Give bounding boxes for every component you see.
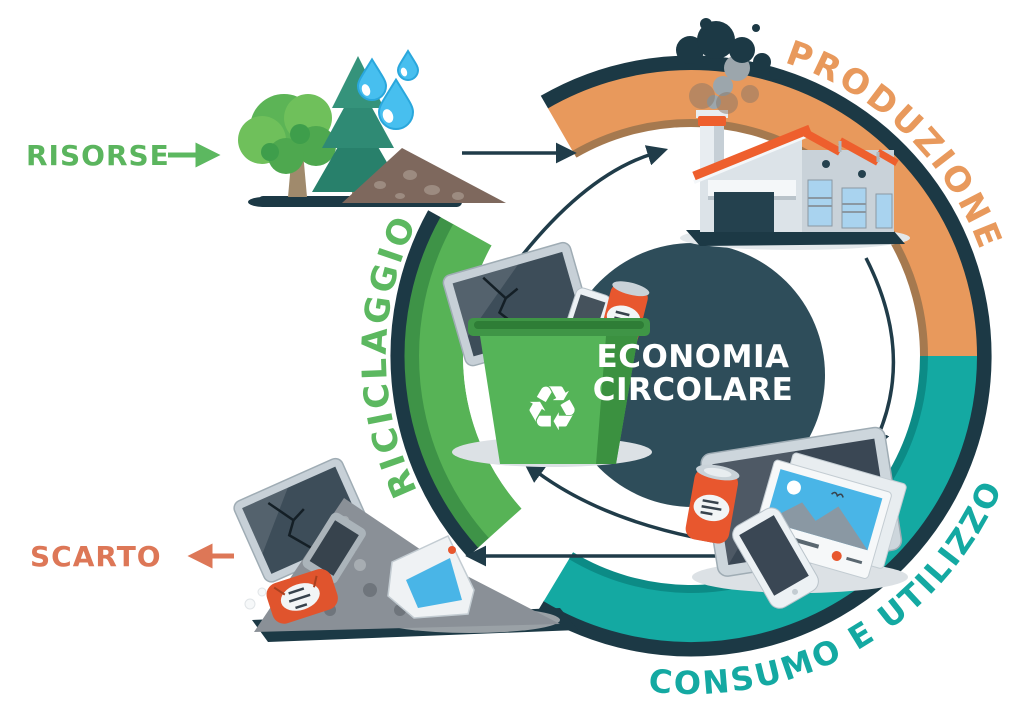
recycle-icon: ♻ (524, 372, 580, 445)
factory-illustration (676, 18, 910, 250)
scarto-label: SCARTO (30, 540, 162, 573)
center-title: ECONOMIA CIRCOLARE (553, 339, 833, 409)
center-title-line1: ECONOMIA (596, 339, 790, 375)
factory-shadow (686, 230, 905, 246)
soil-mound (342, 148, 506, 203)
soda-can-icon (685, 464, 740, 544)
risorse-label: RISORSE (26, 139, 170, 172)
water-drops-icon (356, 49, 420, 130)
recycle-bin-illustration: ♻ (442, 241, 652, 467)
crushed-can-icon (266, 568, 338, 624)
trees-and-soil-illustration (238, 49, 506, 203)
electronics-illustration (685, 426, 908, 609)
factory-roof (692, 124, 812, 181)
factory-windows (807, 179, 893, 229)
tree-deciduous-icon (238, 94, 336, 174)
center-title-line2: CIRCOLARE (592, 372, 794, 409)
old-phone-icon (302, 512, 366, 584)
dirty-smoke (689, 83, 759, 114)
smoke-sludge-blob (676, 18, 781, 80)
side-arrows (168, 142, 234, 569)
factory-door (714, 192, 774, 232)
ring-orange-segment (548, 70, 977, 357)
photo-cards-icon (750, 452, 907, 579)
crumpled-paper-icon (387, 535, 475, 619)
waste-pile-illustration (233, 457, 560, 632)
ring-green-dark-band (404, 217, 490, 548)
arrow-recycle-to-production (515, 145, 669, 264)
arrow-production-to-consumption (864, 257, 896, 452)
smartphone-icon (732, 507, 819, 609)
ring-green-outline (390, 210, 479, 558)
